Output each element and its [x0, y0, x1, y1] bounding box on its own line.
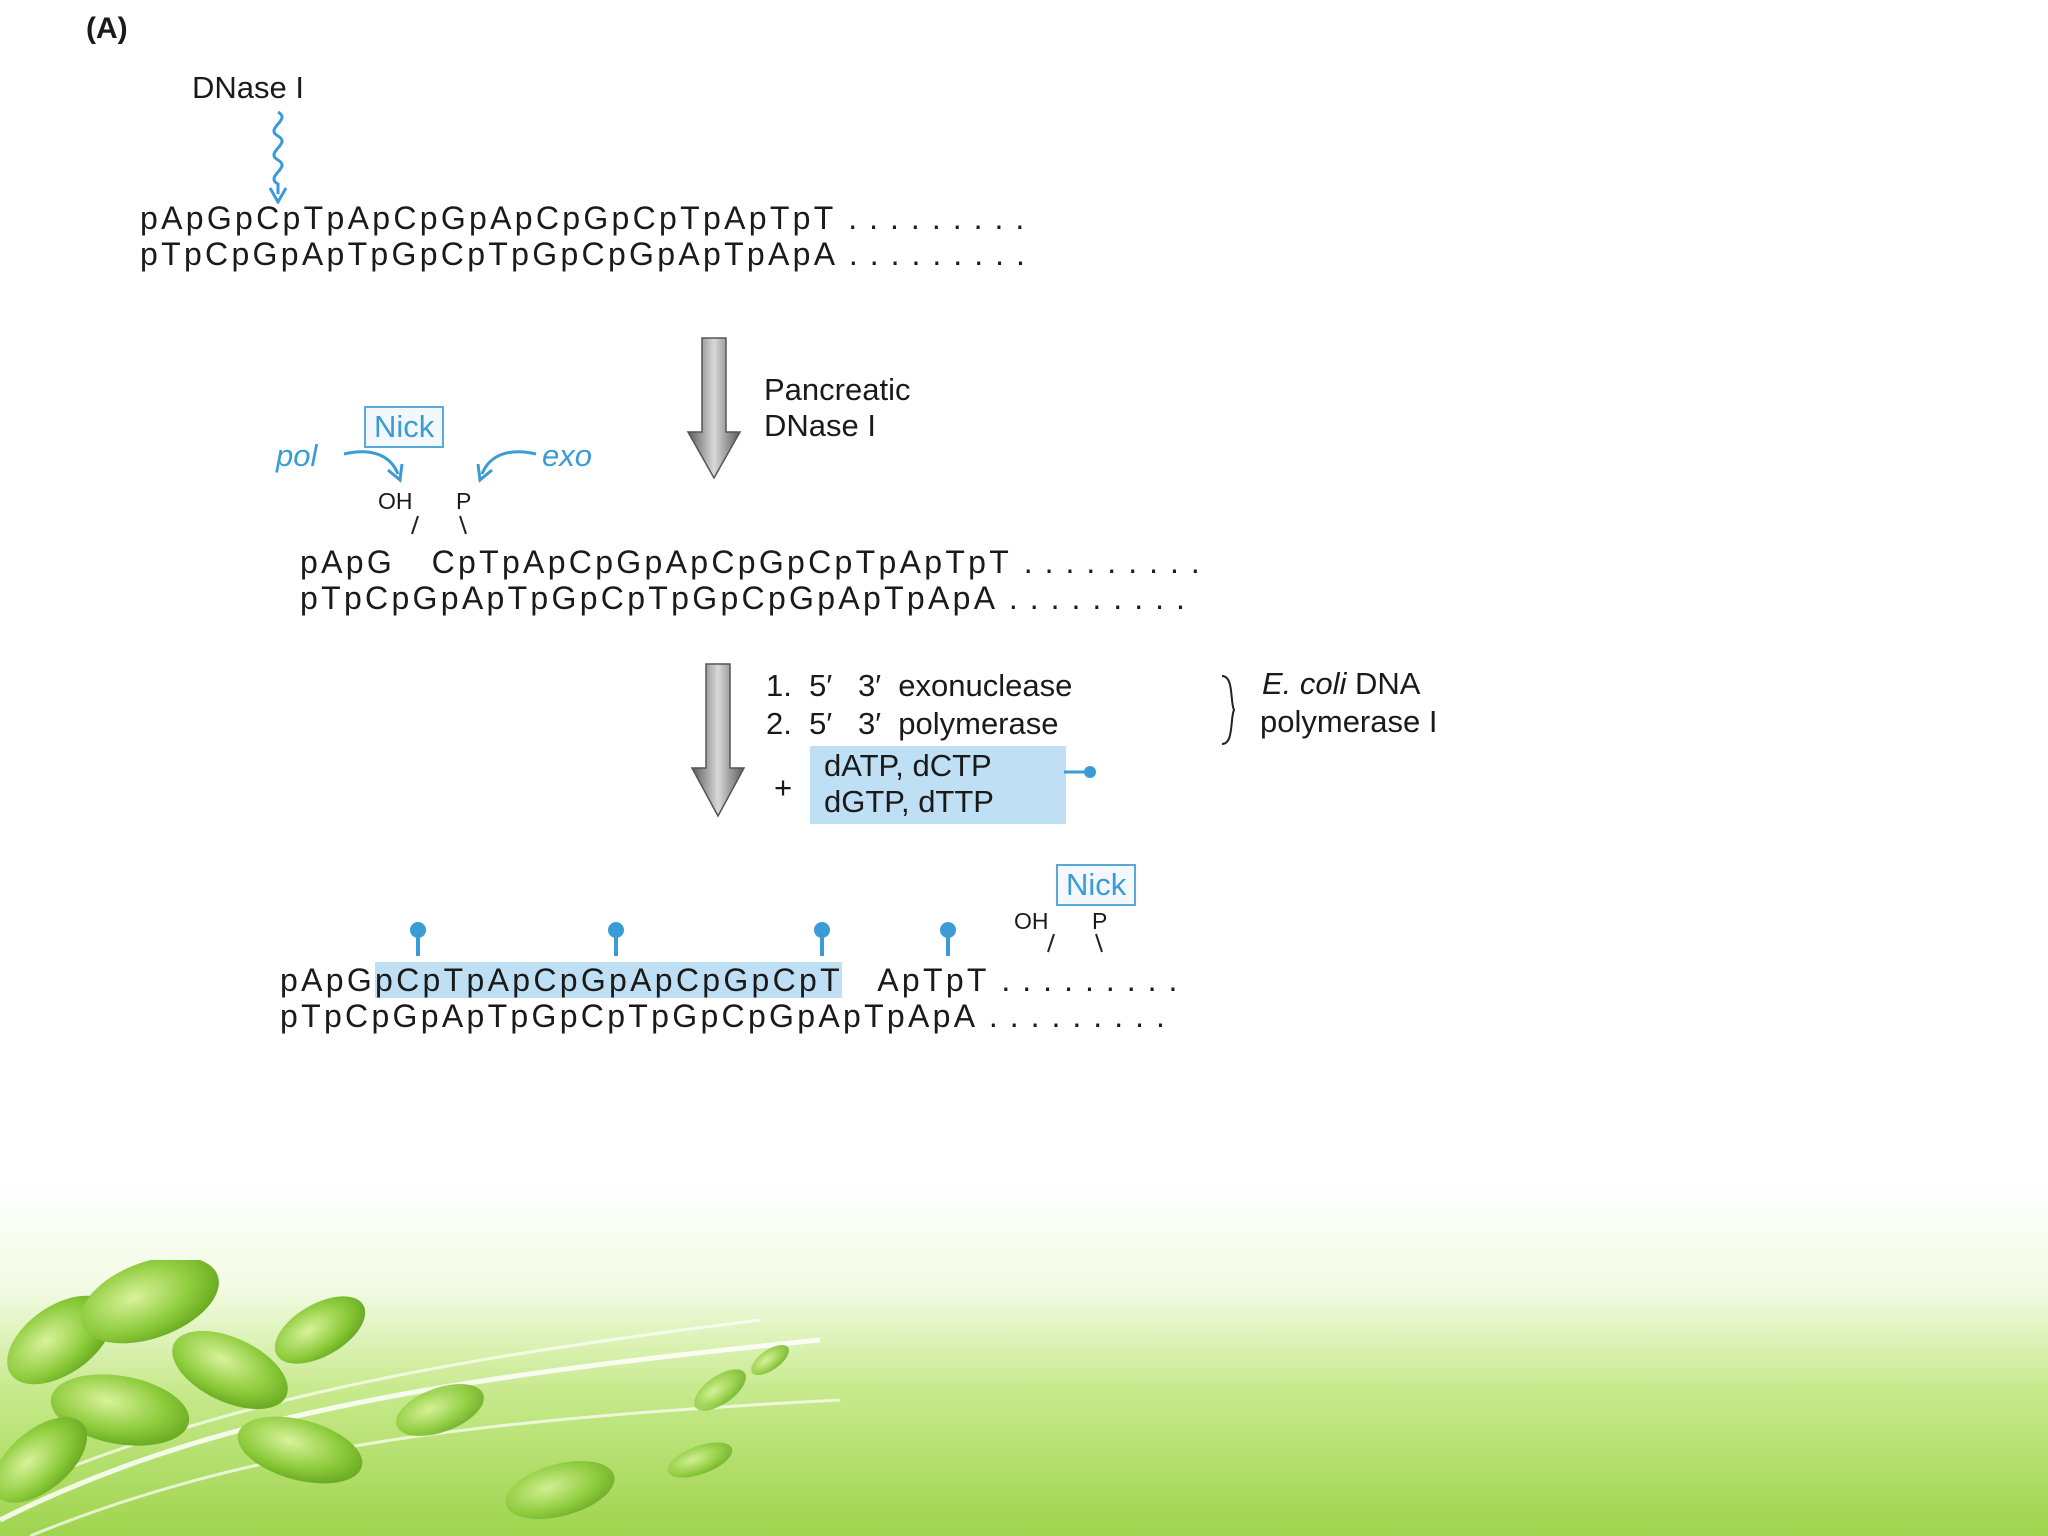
nick-ends-ticks	[411, 515, 467, 535]
nucleotides-line2: dGTP, dTTP	[824, 784, 994, 819]
radiolabel-markers	[410, 922, 956, 956]
label-marker-icon	[814, 922, 830, 956]
nick-box: Nick	[1056, 864, 1137, 906]
leaves-decoration	[0, 1260, 841, 1536]
plus-sign: +	[774, 770, 793, 805]
squiggle-arrow-icon	[268, 110, 288, 204]
enzyme-line2: polymerase I	[1260, 704, 1438, 739]
p-label: P	[456, 488, 472, 514]
nick-ends-ticks	[1047, 933, 1103, 953]
enzyme-line1: E. coli DNA	[1262, 666, 1421, 701]
nick-box: Nick	[364, 406, 445, 448]
step3-bottom-strand: pTpCpGpApTpGpCpTpGpCpGpApTpApA .........	[280, 998, 1177, 1034]
label-marker-icon	[410, 922, 426, 956]
nucleotides-line1: dATP, dCTP	[824, 748, 992, 783]
arrow1-label-line2: DNase I	[764, 408, 876, 443]
step2-bottom-strand: pTpCpGpApTpGpCpTpGpCpGpApTpApA .........	[300, 580, 1197, 616]
exo-label: exo	[542, 438, 592, 473]
pol-arrow-icon	[343, 450, 404, 483]
step-item-2: 2. 5′ 3′ polymerase	[766, 706, 1059, 741]
pol-label: pol	[276, 438, 318, 473]
step1-bottom-strand: pTpCpGpApTpGpCpTpGpCpGpApTpApA .........	[140, 236, 1037, 272]
label-marker-icon	[940, 922, 956, 956]
label-marker-icon	[1064, 766, 1096, 778]
exo-arrow-icon	[476, 450, 537, 483]
label-marker-icon	[608, 922, 624, 956]
brace-icon	[1221, 675, 1236, 745]
step1-top-strand: pApGpCpTpApCpGpApCpGpCpTpApTpT .........	[140, 200, 1037, 236]
step2-top-strand: pApG CpTpApCpGpApCpGpCpTpApTpT .........	[300, 544, 1212, 580]
panel-label: (A)	[86, 12, 128, 45]
arrow1-label-line1: Pancreatic	[764, 372, 911, 407]
down-arrow-icon	[686, 337, 742, 480]
dnase-label: DNase I	[192, 70, 304, 105]
p-label: P	[1092, 908, 1108, 934]
nucleotides-box	[810, 746, 1066, 824]
oh-label: OH	[378, 488, 413, 514]
oh-label: OH	[1014, 908, 1049, 934]
down-arrow-icon	[690, 663, 746, 818]
step-item-1: 1. 5′ 3′ exonuclease	[766, 668, 1073, 703]
newly-synthesized-segment: pCpTpApCpGpApCpGpCpT	[375, 962, 843, 998]
step3-top-strand: pApGpCpTpApCpGpApCpGpCpT ApTpT .........	[280, 962, 1190, 998]
